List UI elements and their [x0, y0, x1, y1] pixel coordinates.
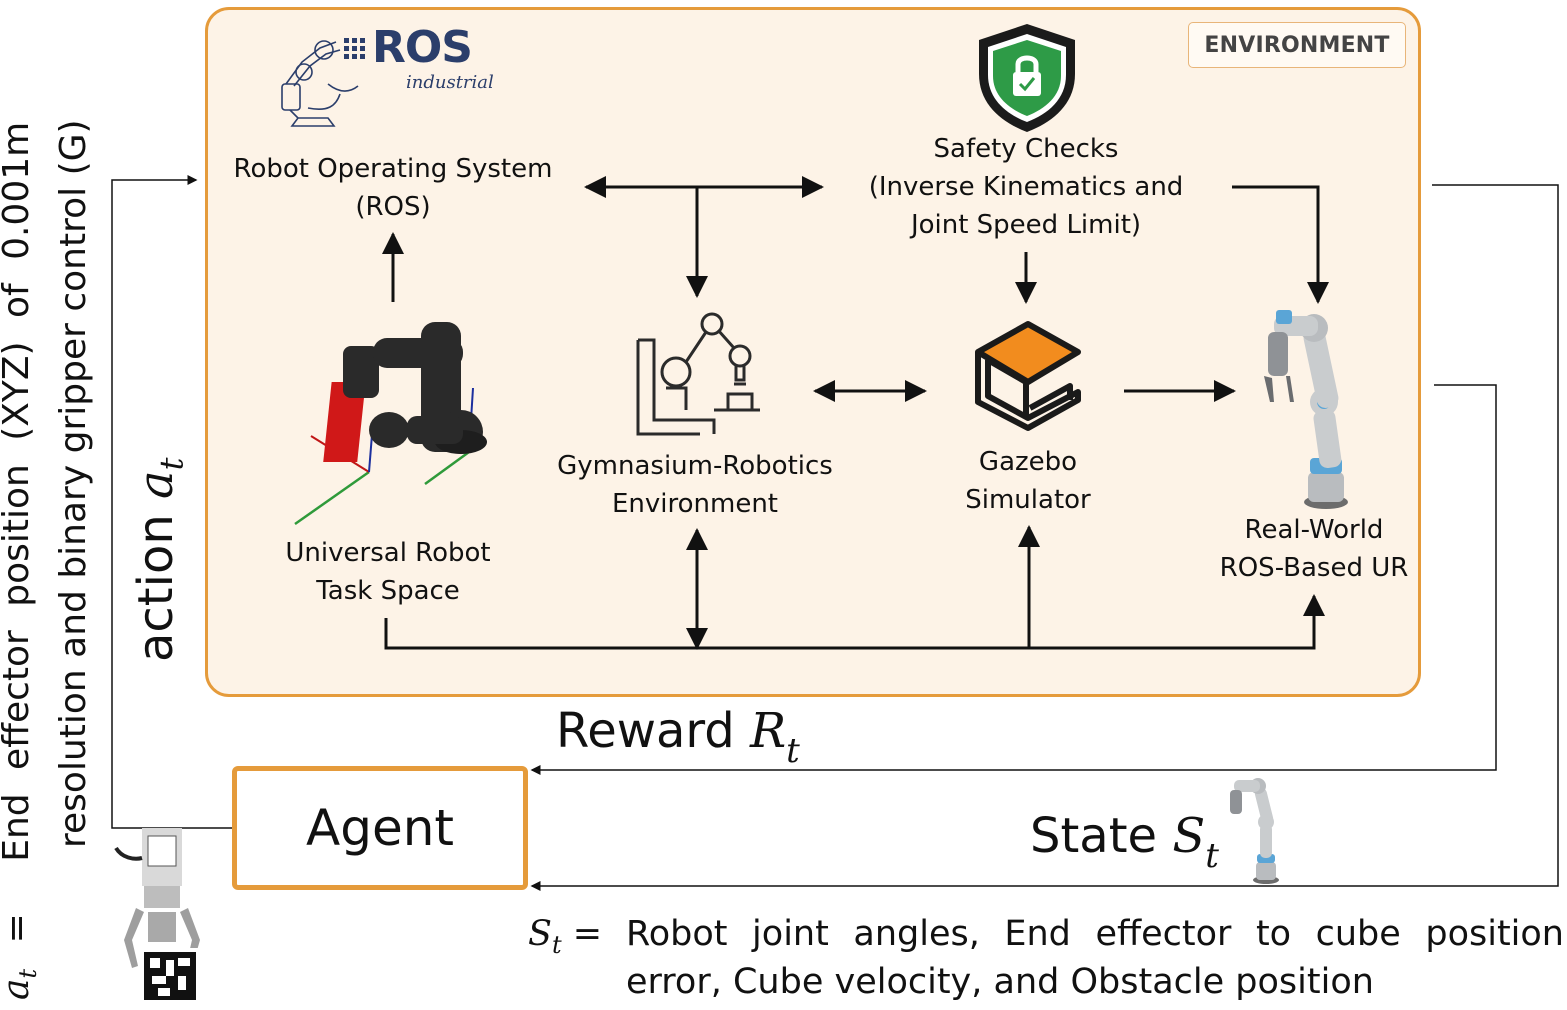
action-subscript: t: [152, 457, 191, 471]
action-definition-line2: resolution and binary gripper control (G…: [53, 119, 95, 848]
gymnasium-label-line1: Gymnasium-Robotics: [557, 451, 833, 481]
state-line: [530, 184, 1559, 891]
task-space-bus: [384, 594, 1325, 650]
reward-word: Reward: [556, 703, 735, 759]
gripper-marker-icon: [114, 828, 210, 1006]
ros-logo-subtext: industrial: [406, 72, 494, 93]
ur-task-space-label: Universal Robot Task Space: [230, 534, 546, 610]
state-def-equals: =: [572, 914, 603, 954]
state-label: State St: [1030, 808, 1219, 876]
gazebo-label: Gazebo Simulator: [920, 443, 1136, 519]
ur-task-space-line2: Task Space: [316, 576, 460, 606]
action-definition-line1: End effector position (XYZ) of 0.001m: [0, 121, 37, 862]
reward-line: [530, 384, 1497, 775]
ros-label-line2: (ROS): [355, 192, 431, 222]
reward-label: Reward Rt: [556, 703, 800, 771]
state-definition-line1: Robot joint angles, End effector to cube…: [626, 914, 1564, 954]
gymnasium-label-line2: Environment: [611, 489, 779, 519]
state-symbol: S: [1172, 808, 1206, 864]
real-world-ur-label: Real-World ROS-Based UR: [1190, 511, 1438, 587]
safety-label-line3: Joint Speed Limit): [910, 210, 1142, 240]
gymnasium-label: Gymnasium-Robotics Environment: [530, 447, 860, 523]
gazebo-label-line1: Gazebo: [978, 447, 1078, 477]
state-def-symbol: S: [528, 914, 552, 954]
state-robot-icon: [1222, 774, 1292, 886]
safety-label: Safety Checks (Inverse Kinematics and Jo…: [836, 130, 1216, 244]
state-def-subscript: t: [551, 931, 562, 959]
state-definition-lhs: St =: [528, 910, 602, 969]
ur-task-space-robot-icon: [285, 312, 495, 528]
real-world-ur-line2: ROS-Based UR: [1219, 553, 1409, 583]
ros-label: Robot Operating System (ROS): [215, 150, 571, 226]
action-def-equals: =: [0, 913, 37, 944]
ros-industrial-logo: ROS industrial: [268, 22, 508, 132]
state-subscript: t: [1205, 835, 1219, 876]
safety-to-real-arrow: [1232, 185, 1329, 304]
ur-task-space-line1: Universal Robot: [285, 538, 491, 568]
action-definition: at = End effector position (XYZ) of 0.00…: [0, 20, 97, 1000]
action-label: action at: [128, 458, 200, 663]
environment-tag: ENVIRONMENT: [1188, 22, 1406, 68]
real-world-ur-robot-icon: [1250, 306, 1366, 512]
agent-label: Agent: [306, 799, 454, 857]
safety-label-line2: (Inverse Kinematics and: [868, 172, 1184, 202]
reward-subscript: t: [786, 730, 800, 771]
gazebo-label-line2: Simulator: [965, 485, 1091, 515]
state-word: State: [1030, 808, 1158, 864]
ros-logo-text: ROS: [372, 22, 473, 73]
gymnasium-robot-workstation-icon: [630, 310, 766, 440]
action-def-symbol: a: [0, 978, 37, 1000]
real-world-ur-line1: Real-World: [1244, 515, 1384, 545]
safety-label-line1: Safety Checks: [933, 134, 1119, 164]
reward-symbol: R: [750, 703, 787, 759]
action-def-subscript: t: [14, 968, 43, 979]
state-definition-line2: error, Cube velocity, and Obstacle posit…: [626, 962, 1374, 1002]
ros-label-line1: Robot Operating System: [233, 154, 553, 184]
action-word: action: [128, 514, 184, 662]
robot-arm-sketch-icon: [281, 38, 365, 127]
shield-lock-icon: [975, 22, 1079, 134]
gazebo-logo-icon: [970, 320, 1086, 432]
action-definition-row1: at = End effector position (XYZ) of 0.00…: [0, 20, 51, 1000]
action-symbol: a: [128, 470, 184, 499]
agent-box: Agent: [232, 766, 528, 890]
